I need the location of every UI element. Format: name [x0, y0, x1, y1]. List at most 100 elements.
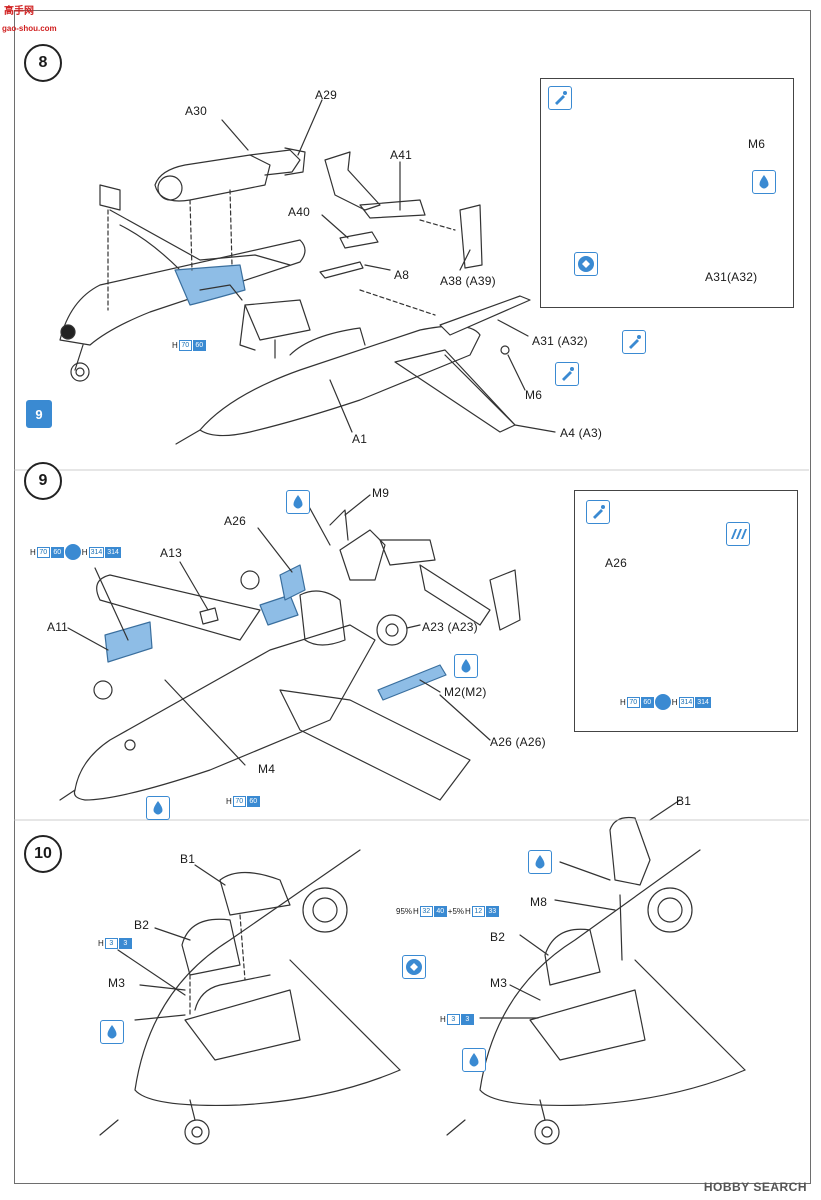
- paint-code-prefix: H: [440, 1015, 446, 1024]
- flip-icon: [402, 955, 426, 979]
- brush-glyph: [555, 91, 567, 105]
- paint-code-prefix: H: [620, 697, 626, 707]
- step-number-9: 9: [24, 462, 62, 500]
- label-m3-right: M3: [490, 976, 508, 990]
- label-a40: A40: [288, 205, 310, 219]
- wing-a31: [439, 295, 531, 336]
- paint-mix-code: 95% H 32 40 +5% H 12 33: [396, 906, 499, 917]
- label-a8: A8: [394, 268, 410, 282]
- label-a1: A1: [352, 432, 368, 446]
- paint-code-value: 3: [460, 1014, 474, 1025]
- drop-icon: [528, 850, 552, 874]
- drop-glyph: [469, 1053, 479, 1067]
- mix-percent: +5%: [447, 907, 465, 916]
- brand-watermark: HOBBY SEARCH: [704, 1180, 807, 1194]
- paint-code-value: 314: [88, 546, 105, 558]
- paint-code-value: 314: [105, 546, 121, 558]
- label-m8: M8: [530, 895, 548, 909]
- label-a26-inset: A26: [605, 556, 627, 570]
- paint-code-prefix: H: [30, 547, 36, 557]
- label-m2: M2(M2): [444, 685, 487, 699]
- step9-detail-inset: [574, 490, 798, 732]
- brush-icon: [548, 86, 572, 110]
- label-b1-left: B1: [180, 852, 196, 866]
- site-watermark-url: gao-shou.com: [2, 24, 57, 33]
- flip-glyph: [406, 959, 422, 975]
- paint-code-prefix: H: [465, 907, 471, 916]
- drop-glyph: [107, 1025, 117, 1039]
- flip-glyph: [578, 256, 594, 272]
- paint-code-step9-left: H 70 60 H 314 314: [30, 544, 121, 560]
- label-m6-inset: M6: [748, 137, 766, 151]
- label-a31-inset: A31(A32): [705, 270, 758, 284]
- paint-code-prefix: H: [81, 547, 88, 557]
- drop-glyph: [153, 801, 163, 815]
- paint-code-step10-right: H 3 3: [440, 1014, 474, 1025]
- flip-icon: [654, 694, 671, 710]
- brush-icon: [586, 500, 610, 524]
- drop-icon: [146, 796, 170, 820]
- label-a30: A30: [185, 104, 207, 118]
- paint-code-value: 60: [640, 696, 654, 708]
- label-m9: M9: [372, 486, 390, 500]
- part-a26-lower: [377, 664, 447, 701]
- label-b2-right: B2: [490, 930, 506, 944]
- label-b1-right: B1: [676, 794, 692, 808]
- paint-code-value: 70: [626, 696, 640, 708]
- step-9-text: 9: [38, 472, 48, 489]
- decal-glyph: [731, 529, 747, 539]
- flip-icon: [64, 544, 81, 560]
- label-a38: A38 (A39): [440, 274, 496, 288]
- fuselage-main: [73, 624, 376, 801]
- brush-glyph: [629, 335, 641, 349]
- wing-a4: [394, 349, 516, 433]
- watermark-url: gao-shou.com: [2, 24, 57, 33]
- label-a26b: A26 (A26): [490, 735, 546, 749]
- label-a29: A29: [315, 88, 337, 102]
- drop-icon: [752, 170, 776, 194]
- drop-icon: [286, 490, 310, 514]
- step-10-text: 10: [34, 845, 52, 862]
- brand-text: HOBBY SEARCH: [703, 1180, 807, 1194]
- label-a31: A31 (A32): [532, 334, 588, 348]
- paint-code-prefix: H: [226, 797, 232, 806]
- paint-code-step10-left: H 3 3: [98, 938, 132, 949]
- drop-icon: [100, 1020, 124, 1044]
- paint-code-prefix: H: [671, 697, 678, 707]
- paint-code-prefix: H: [98, 939, 104, 948]
- step-8-text: 8: [38, 54, 48, 71]
- paint-code-value: 32: [419, 906, 433, 917]
- brush-icon: [555, 362, 579, 386]
- watermark-site: 高手网: [4, 6, 34, 17]
- drop-glyph: [293, 495, 303, 509]
- label-a26: A26: [224, 514, 246, 528]
- drop-icon: [462, 1048, 486, 1072]
- drop-icon: [454, 654, 478, 678]
- paint-code-value: 33: [485, 906, 499, 917]
- label-m3-left: M3: [108, 976, 126, 990]
- paint-code-step8: H 70 60: [172, 340, 206, 351]
- paint-code-value: 12: [471, 906, 485, 917]
- paint-code-value: 3: [118, 938, 132, 949]
- mix-percent: 95%: [396, 907, 413, 916]
- paint-code-value: 60: [246, 796, 260, 807]
- fuselage-a1: [199, 325, 481, 437]
- step-number-8: 8: [24, 44, 62, 82]
- part-a11: [104, 621, 153, 663]
- label-a11: A11: [47, 620, 69, 634]
- paint-code-step9-inset: H 70 60 H 314 314: [620, 694, 711, 710]
- paint-code-prefix: H: [172, 341, 178, 350]
- brush-glyph: [593, 505, 605, 519]
- paint-code-value: 60: [192, 340, 206, 351]
- paint-code-step9-bottom: H 70 60: [226, 796, 260, 807]
- label-m6: M6: [525, 388, 543, 402]
- paint-code-value: 3: [446, 1014, 460, 1025]
- label-a41: A41: [390, 148, 412, 162]
- paint-code-value: 3: [104, 938, 118, 949]
- label-b2-left: B2: [134, 918, 150, 932]
- paint-code-value: 70: [36, 546, 50, 558]
- site-watermark: 高手网: [4, 2, 34, 17]
- ref-badge-text: 9: [35, 406, 43, 422]
- label-a13: A13: [160, 546, 182, 560]
- paint-code-value: 70: [178, 340, 192, 351]
